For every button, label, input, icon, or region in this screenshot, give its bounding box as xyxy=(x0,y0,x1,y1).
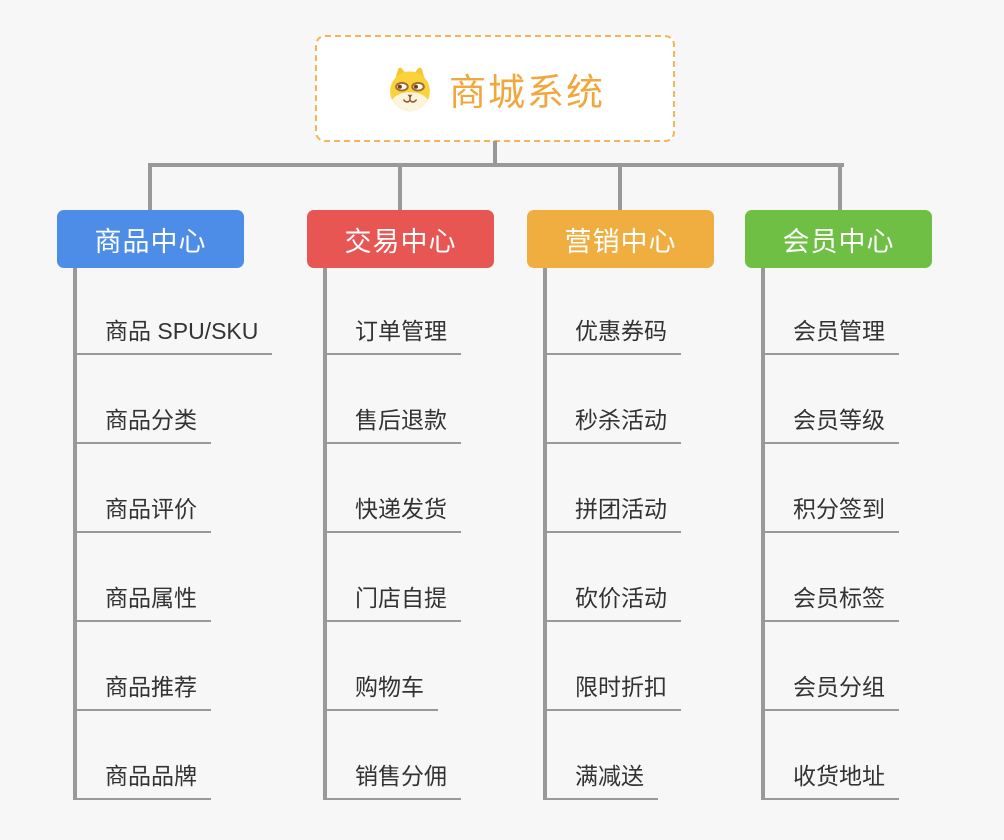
leaf-label: 秒杀活动 xyxy=(575,407,667,433)
leaf-node[interactable]: 会员管理 xyxy=(765,268,899,355)
leaf-node[interactable]: 满减送 xyxy=(547,711,658,800)
leaf-label: 快递发货 xyxy=(355,496,447,522)
leaf-label: 会员分组 xyxy=(793,674,885,700)
leaf-node[interactable]: 限时折扣 xyxy=(547,622,681,711)
leaf-node[interactable]: 商品 SPU/SKU xyxy=(77,268,273,355)
branch-header-member[interactable]: 会员中心 xyxy=(745,210,932,268)
leaf-label: 订单管理 xyxy=(355,318,447,344)
leaf-label: 会员标签 xyxy=(793,585,885,611)
leaf-node[interactable]: 收货地址 xyxy=(765,711,899,800)
leaf-node[interactable]: 订单管理 xyxy=(327,268,461,355)
leaf-node[interactable]: 商品评价 xyxy=(77,444,211,533)
leaf-label: 拼团活动 xyxy=(575,496,667,522)
dog-face-icon xyxy=(390,67,430,111)
leaf-label: 砍价活动 xyxy=(575,585,667,611)
leaf-label: 销售分佣 xyxy=(355,763,447,789)
connector-drop-products xyxy=(148,163,152,210)
leaf-node[interactable]: 优惠券码 xyxy=(547,268,681,355)
leaf-label: 会员等级 xyxy=(793,407,885,433)
connector-drop-marketing xyxy=(618,163,622,210)
leaf-node[interactable]: 快递发货 xyxy=(327,444,461,533)
branch-trade-leaves: 订单管理 售后退款 快递发货 门店自提 购物车 销售分佣 xyxy=(323,268,494,800)
connector-drop-member xyxy=(838,163,842,210)
leaf-label: 商品属性 xyxy=(105,585,197,611)
branch-header-products[interactable]: 商品中心 xyxy=(57,210,244,268)
leaf-label: 收货地址 xyxy=(793,763,885,789)
branch-marketing-leaves: 优惠券码 秒杀活动 拼团活动 砍价活动 限时折扣 满减送 xyxy=(543,268,714,800)
root-node[interactable]: 商城系统 xyxy=(315,35,675,142)
leaf-label: 商品推荐 xyxy=(105,674,197,700)
leaf-node[interactable]: 秒杀活动 xyxy=(547,355,681,444)
leaf-label: 商品评价 xyxy=(105,496,197,522)
leaf-label: 商品品牌 xyxy=(105,763,197,789)
branch-member-leaves: 会员管理 会员等级 积分签到 会员标签 会员分组 收货地址 xyxy=(761,268,932,800)
leaf-node[interactable]: 售后退款 xyxy=(327,355,461,444)
branch-marketing: 营销中心 优惠券码 秒杀活动 拼团活动 砍价活动 限时折扣 满减送 xyxy=(527,210,714,800)
connector-root-stem xyxy=(493,141,497,165)
leaf-label: 积分签到 xyxy=(793,496,885,522)
leaf-label: 满减送 xyxy=(575,763,644,789)
leaf-node[interactable]: 门店自提 xyxy=(327,533,461,622)
connector-horizontal xyxy=(148,163,844,167)
leaf-node[interactable]: 销售分佣 xyxy=(327,711,461,800)
branch-trade: 交易中心 订单管理 售后退款 快递发货 门店自提 购物车 销售分佣 xyxy=(307,210,494,800)
leaf-label: 门店自提 xyxy=(355,585,447,611)
branch-products-leaves: 商品 SPU/SKU 商品分类 商品评价 商品属性 商品推荐 商品品牌 xyxy=(73,268,273,800)
leaf-label: 商品 SPU/SKU xyxy=(105,318,259,344)
leaf-label: 限时折扣 xyxy=(575,674,667,700)
root-title: 商城系统 xyxy=(449,71,605,113)
leaf-node[interactable]: 拼团活动 xyxy=(547,444,681,533)
branch-member: 会员中心 会员管理 会员等级 积分签到 会员标签 会员分组 收货地址 xyxy=(745,210,932,800)
leaf-node[interactable]: 积分签到 xyxy=(765,444,899,533)
leaf-label: 购物车 xyxy=(355,674,424,700)
leaf-node[interactable]: 商品属性 xyxy=(77,533,211,622)
branch-products: 商品中心 商品 SPU/SKU 商品分类 商品评价 商品属性 商品推荐 商品品牌 xyxy=(57,210,273,800)
branch-header-trade[interactable]: 交易中心 xyxy=(307,210,494,268)
leaf-label: 售后退款 xyxy=(355,407,447,433)
leaf-node[interactable]: 商品分类 xyxy=(77,355,211,444)
leaf-node[interactable]: 砍价活动 xyxy=(547,533,681,622)
leaf-node[interactable]: 会员分组 xyxy=(765,622,899,711)
leaf-label: 优惠券码 xyxy=(575,318,667,344)
branch-header-marketing[interactable]: 营销中心 xyxy=(527,210,714,268)
leaf-node[interactable]: 购物车 xyxy=(327,622,438,711)
leaf-node[interactable]: 会员标签 xyxy=(765,533,899,622)
leaf-node[interactable]: 商品推荐 xyxy=(77,622,211,711)
connector-drop-trade xyxy=(398,163,402,210)
leaf-label: 会员管理 xyxy=(793,318,885,344)
leaf-node[interactable]: 会员等级 xyxy=(765,355,899,444)
leaf-label: 商品分类 xyxy=(105,407,197,433)
leaf-node[interactable]: 商品品牌 xyxy=(77,711,211,800)
